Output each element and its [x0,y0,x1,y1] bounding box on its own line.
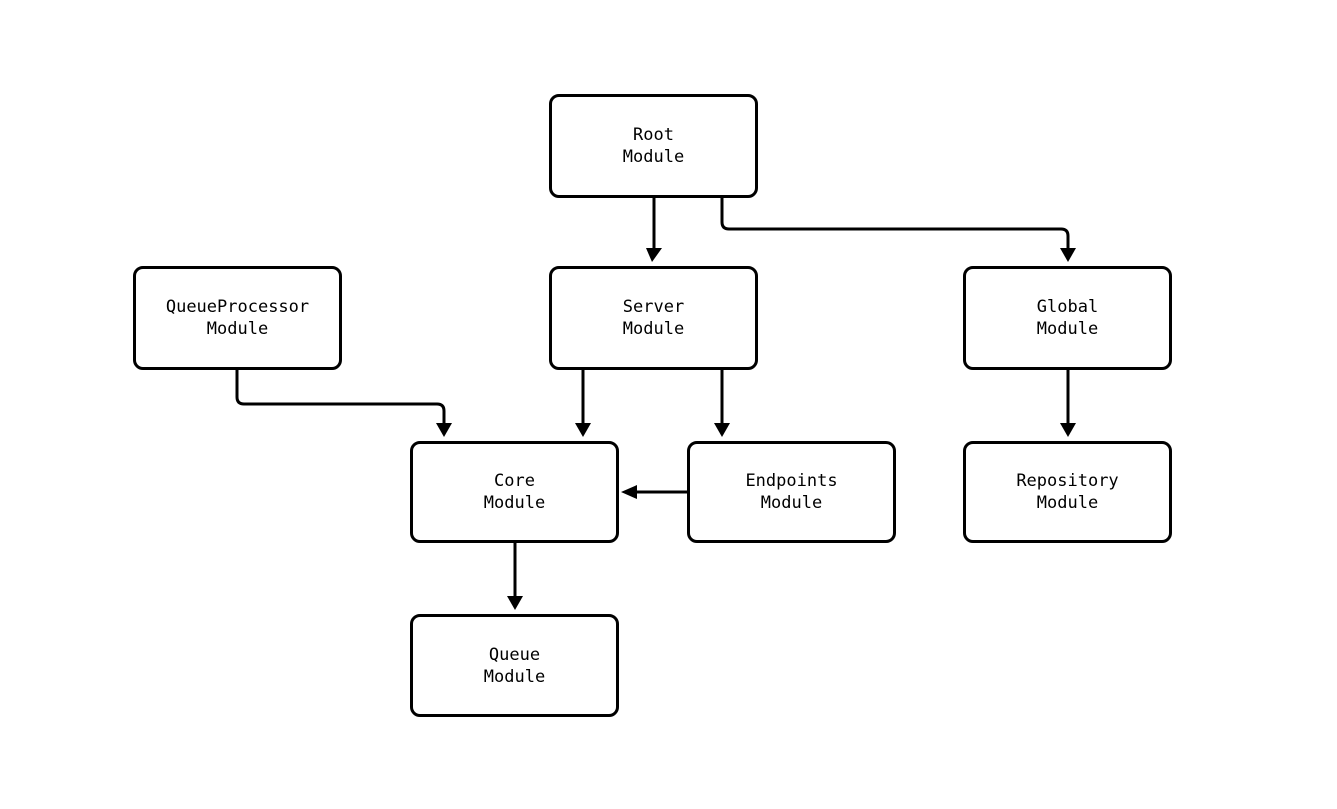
arrowhead-icon [1060,423,1076,437]
arrowhead-icon [714,423,730,437]
node-label-primary: Root [633,125,674,145]
edge-endpoints-to-core [621,485,687,499]
node-label-primary: Core [494,471,535,491]
node-label-primary: Repository [1016,471,1119,491]
node-label-secondary: Module [622,319,685,339]
edge-core-to-queue [507,543,523,610]
edge-line [235,370,446,431]
edge-line [720,198,1070,256]
node-label-secondary: Module [1036,319,1099,339]
edge-root-to-global [720,198,1076,262]
node-label-primary: Server [622,297,685,317]
node-label-primary: QueueProcessor [165,297,310,317]
edge-global-to-repository [1060,370,1076,437]
node-label-primary: Global [1036,297,1099,317]
arrowhead-icon [436,423,452,437]
arrowhead-icon [646,248,662,262]
node-label-secondary: Module [622,147,685,167]
node-label-primary: Queue [488,644,541,665]
edge-queueprocessor-to-core [235,370,452,437]
arrowhead-icon [621,485,637,499]
node-label-primary: Endpoints [745,471,838,491]
edge-server-to-endpoints [714,370,730,437]
edge-root-to-server [646,198,662,262]
node-label-secondary: Module [483,493,546,513]
node-label-secondary: Module [1036,493,1099,513]
edge-server-to-core [575,370,591,437]
node-label-secondary: Module [483,666,546,687]
arrowhead-icon [507,596,523,610]
arrowhead-icon [1060,248,1076,262]
node-label-secondary: Module [760,493,823,513]
node-label-secondary: Module [206,319,269,339]
arrowhead-icon [575,423,591,437]
